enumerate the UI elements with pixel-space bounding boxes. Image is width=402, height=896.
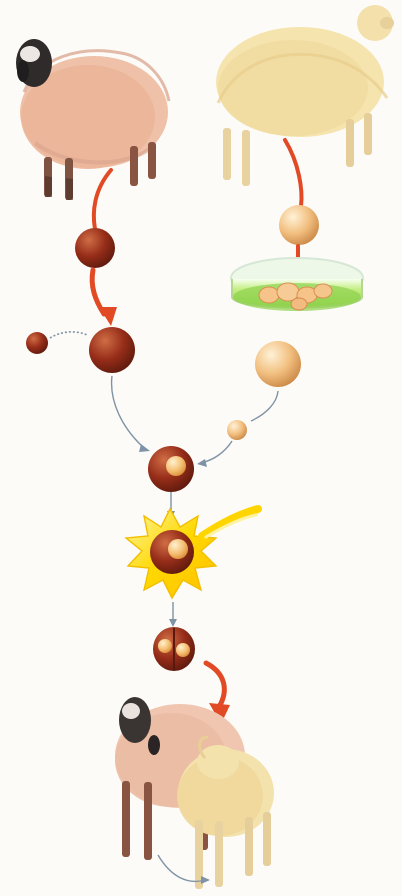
embryo bbox=[153, 627, 195, 671]
small-cell-nucleus bbox=[227, 420, 247, 440]
combined-cell bbox=[148, 446, 194, 492]
cell-from-right-sheep bbox=[279, 205, 319, 245]
culture-dish bbox=[231, 258, 363, 311]
egg-from-left-sheep bbox=[75, 228, 115, 268]
enucleated-egg bbox=[89, 327, 135, 373]
cultured-cell bbox=[255, 341, 301, 387]
